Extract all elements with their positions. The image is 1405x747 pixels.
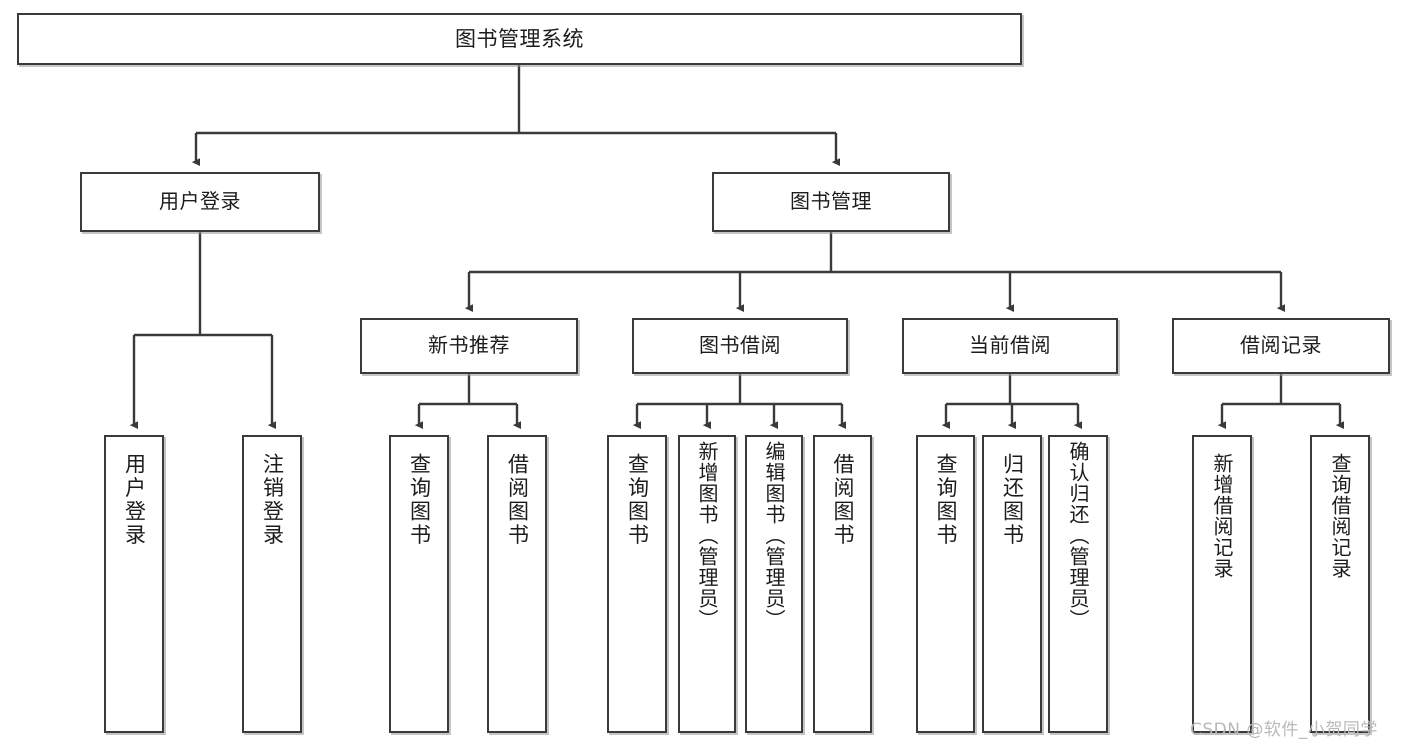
leaf-user-login-label: 用户登录 xyxy=(122,453,147,547)
leaf-query-book-borrow[interactable]: 查询图书 xyxy=(607,435,667,733)
node-root-label: 图书管理系统 xyxy=(455,26,584,51)
node-root[interactable]: 图书管理系统 xyxy=(17,13,1022,65)
leaf-query-book-recommend-label: 查询图书 xyxy=(407,453,432,547)
leaf-query-book-recommend[interactable]: 查询图书 xyxy=(389,435,449,733)
leaf-logout-login-label: 注销登录 xyxy=(260,453,285,547)
leaf-add-borrow-record-label: 新增借阅记录 xyxy=(1210,453,1234,579)
node-current-borrow[interactable]: 当前借阅 xyxy=(902,318,1118,374)
leaf-return-book-label: 归还图书 xyxy=(1000,453,1025,547)
leaf-query-borrow-record[interactable]: 查询借阅记录 xyxy=(1310,435,1370,733)
node-current-borrow-label: 当前借阅 xyxy=(969,333,1051,358)
node-borrow-record[interactable]: 借阅记录 xyxy=(1172,318,1390,374)
leaf-borrow-book-label: 借阅图书 xyxy=(831,453,855,547)
node-new-book-recommend-label: 新书推荐 xyxy=(428,333,510,358)
leaf-edit-book-admin[interactable]: 编辑图书（管理员） xyxy=(745,435,803,733)
leaf-borrow-book-recommend[interactable]: 借阅图书 xyxy=(487,435,547,733)
node-book-borrow-label: 图书借阅 xyxy=(699,333,781,358)
leaf-confirm-return-admin[interactable]: 确认归还（管理员） xyxy=(1048,435,1108,733)
leaf-logout-login[interactable]: 注销登录 xyxy=(242,435,302,733)
leaf-confirm-return-admin-label: 确认归还（管理员） xyxy=(1066,441,1090,630)
leaf-user-login[interactable]: 用户登录 xyxy=(104,435,164,733)
leaf-return-book[interactable]: 归还图书 xyxy=(982,435,1042,733)
leaf-borrow-book-recommend-label: 借阅图书 xyxy=(505,453,530,547)
leaf-edit-book-admin-label: 编辑图书（管理员） xyxy=(762,441,786,630)
watermark: CSDN @软件_小贺同学 xyxy=(1190,720,1378,740)
node-user-login[interactable]: 用户登录 xyxy=(80,172,320,232)
node-book-management-label: 图书管理 xyxy=(790,189,872,214)
node-user-login-label: 用户登录 xyxy=(159,189,241,214)
node-borrow-record-label: 借阅记录 xyxy=(1240,333,1322,358)
node-new-book-recommend[interactable]: 新书推荐 xyxy=(360,318,578,374)
leaf-query-book-current[interactable]: 查询图书 xyxy=(916,435,975,733)
node-book-management[interactable]: 图书管理 xyxy=(712,172,950,232)
leaf-add-book-admin[interactable]: 新增图书（管理员） xyxy=(678,435,736,733)
leaf-query-book-borrow-label: 查询图书 xyxy=(625,453,650,547)
leaf-add-borrow-record[interactable]: 新增借阅记录 xyxy=(1192,435,1252,733)
leaf-borrow-book[interactable]: 借阅图书 xyxy=(813,435,872,733)
leaf-query-book-current-label: 查询图书 xyxy=(934,453,958,547)
leaf-query-borrow-record-label: 查询借阅记录 xyxy=(1328,453,1352,579)
node-book-borrow[interactable]: 图书借阅 xyxy=(632,318,848,374)
leaf-add-book-admin-label: 新增图书（管理员） xyxy=(695,441,719,630)
